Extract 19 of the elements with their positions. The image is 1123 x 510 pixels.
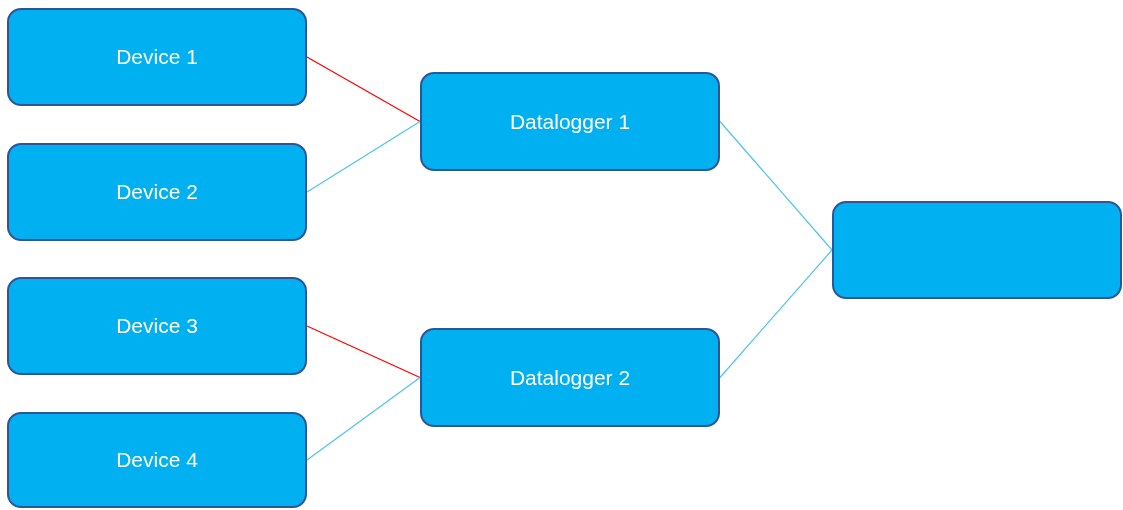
process-box xyxy=(420,72,720,171)
connector-line xyxy=(306,120,421,193)
connector-line xyxy=(719,249,833,379)
connector-line xyxy=(719,120,833,251)
box-label: Device 4 xyxy=(116,448,198,472)
process-box xyxy=(420,328,720,427)
box-label: Datalogger 2 xyxy=(509,365,631,390)
connector-line xyxy=(306,325,421,379)
box-shape xyxy=(832,201,1122,299)
connector-line xyxy=(306,376,421,461)
box-label: Device 1 xyxy=(116,45,198,69)
process-box xyxy=(7,143,307,241)
box-label: Device 2 xyxy=(116,180,198,204)
box-label: Device 3 xyxy=(116,314,198,338)
connector-line xyxy=(306,56,421,123)
process-box xyxy=(7,8,307,106)
process-box xyxy=(7,412,307,508)
process-box xyxy=(7,277,307,375)
box-label: Datalogger 1 xyxy=(509,109,631,134)
